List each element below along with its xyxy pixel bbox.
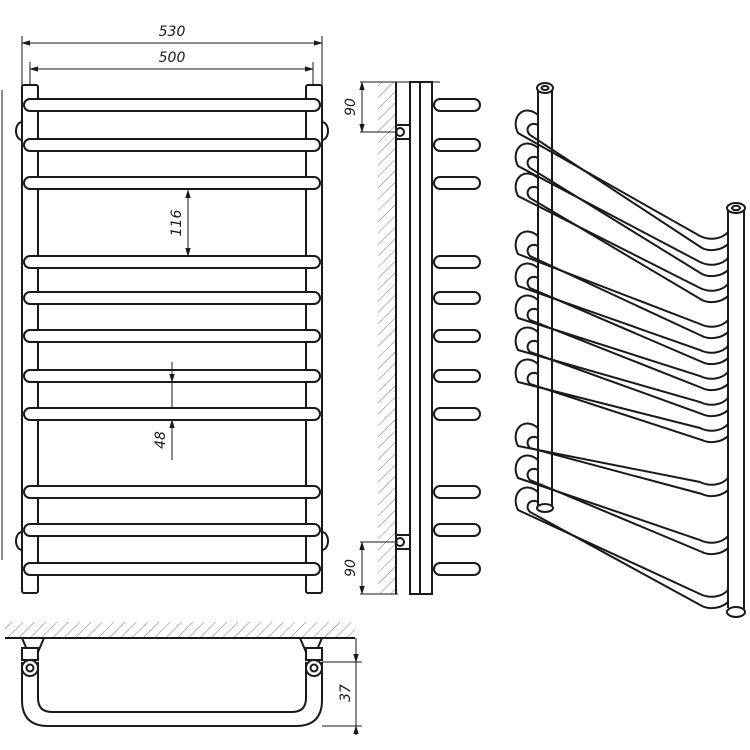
dim-gap-small: 48 — [153, 431, 169, 449]
front-bar-1 — [23, 98, 321, 112]
dim-rail-spacing: 500 — [159, 50, 186, 66]
dim-mount-top: 90 — [343, 98, 359, 116]
iso-loops — [514, 109, 729, 610]
dim-gap-large: 116 — [169, 210, 185, 237]
wall-top-section — [5, 622, 355, 638]
front-bar-9 — [23, 485, 321, 499]
isometric-view — [514, 82, 746, 618]
front-bars — [23, 98, 321, 576]
side-bar-stubs — [433, 98, 481, 576]
top-left-cap — [21, 659, 39, 677]
top-view: 37 — [5, 622, 362, 735]
front-view: 530 500 116 — [1, 24, 329, 594]
top-right-cap — [305, 659, 323, 677]
dim-overall-width: 530 — [159, 24, 186, 40]
front-bar-10 — [23, 523, 321, 537]
front-bar-6 — [23, 329, 321, 343]
front-bar-3 — [23, 176, 321, 190]
side-view: 90 90 — [343, 81, 481, 595]
front-bar-2 — [23, 138, 321, 152]
wall-section — [378, 82, 396, 594]
dim-mount-bottom: 90 — [343, 559, 359, 577]
front-bar-4 — [23, 255, 321, 269]
front-bar-5 — [23, 291, 321, 305]
front-bar-11 — [23, 562, 321, 576]
dim-depth: 37 — [338, 684, 354, 702]
front-bar-8 — [23, 407, 321, 421]
